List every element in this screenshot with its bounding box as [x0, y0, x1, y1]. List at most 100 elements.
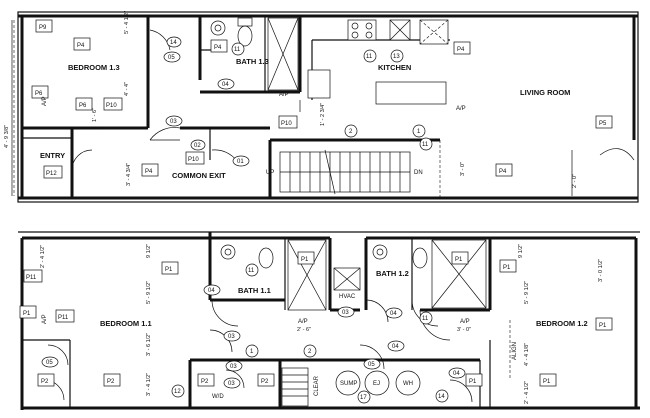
- section-tag-2-lower: 2: [303, 344, 317, 358]
- svg-text:11: 11: [234, 47, 241, 53]
- door-tag-04-bath12: 04: [385, 307, 403, 319]
- label-ap-bath-11: A/P: [298, 319, 308, 325]
- svg-text:04: 04: [222, 82, 229, 88]
- dim-lower-9: 5' - 9 1/2": [524, 281, 530, 304]
- svg-text:P1: P1: [599, 323, 607, 329]
- svg-text:11: 11: [366, 54, 373, 60]
- bath-11-toilet-icon: [258, 247, 274, 269]
- dim-upper-3: 1' - 6": [92, 108, 98, 122]
- section-tag-1-lower: 1: [245, 344, 259, 358]
- door-tag-05-left: 05: [41, 356, 59, 368]
- tag-p11-b: P11: [55, 309, 75, 323]
- room-label-bath-11: BATH 1.1: [238, 286, 271, 295]
- bath-12-sink-icon: [372, 244, 388, 260]
- tag-p10-c: P10: [185, 151, 205, 165]
- tag-p1-h: P1: [465, 373, 483, 387]
- tag-p4-bath: P4: [210, 39, 228, 53]
- tag-p1-b: P1: [161, 261, 179, 275]
- tag-p1-e: P1: [499, 259, 517, 273]
- svg-text:1: 1: [250, 349, 254, 355]
- door-tag-04: 04: [217, 78, 235, 90]
- upper-stairs: [279, 149, 411, 195]
- svg-text:P6: P6: [35, 91, 43, 97]
- tag-p2-d: P2: [257, 373, 275, 387]
- tag-p4-living: P4: [495, 163, 513, 177]
- svg-text:P2: P2: [41, 379, 49, 385]
- svg-text:03: 03: [230, 364, 237, 370]
- lower-floor-plan: BEDROOM 1.1 BATH 1.1 BATH 1.2 BEDROOM 1.…: [18, 231, 640, 410]
- svg-text:P4: P4: [145, 169, 153, 175]
- dim-lower-11: 2' - 4 1/2": [524, 381, 530, 404]
- svg-text:14: 14: [438, 394, 445, 400]
- door-tag-01: 01: [232, 155, 250, 167]
- svg-text:2: 2: [308, 349, 312, 355]
- svg-text:P11: P11: [58, 315, 69, 321]
- door-tag-02: 02: [190, 139, 206, 151]
- label-ej: EJ: [373, 381, 380, 387]
- svg-text:11: 11: [422, 316, 429, 322]
- svg-text:P2: P2: [107, 379, 115, 385]
- svg-text:P6: P6: [79, 103, 87, 109]
- svg-text:P1: P1: [469, 379, 477, 385]
- door-tag-03-b: 03: [225, 360, 243, 372]
- tag-p1-c: P1: [297, 251, 315, 265]
- tag-p2-a: P2: [37, 373, 55, 387]
- range-cooktop: [347, 19, 377, 41]
- svg-text:02: 02: [194, 143, 201, 149]
- tag-p11-a: P11: [23, 269, 43, 283]
- svg-text:P12: P12: [46, 171, 57, 177]
- svg-text:05: 05: [168, 55, 175, 61]
- upper-bath-sink-icon: [210, 20, 226, 36]
- kitchen-counters: [307, 19, 450, 105]
- room-label-bath-13: BATH 1.3: [236, 57, 269, 66]
- svg-text:03: 03: [228, 334, 235, 340]
- svg-text:03: 03: [342, 310, 349, 316]
- water-heater-icon: [395, 370, 421, 396]
- svg-text:04: 04: [392, 344, 399, 350]
- svg-text:P1: P1: [455, 257, 463, 263]
- label-ap-bath: A/P: [279, 92, 289, 98]
- door-tag-05-util: 05: [363, 358, 381, 370]
- fixture-tag-11-bath: 11: [231, 42, 245, 56]
- tag-p9: P9: [35, 19, 53, 33]
- svg-text:P1: P1: [301, 257, 309, 263]
- label-stairs-up: UP: [266, 170, 274, 176]
- dim-lower-2: 9 1/2": [146, 244, 152, 258]
- svg-text:2: 2: [349, 129, 353, 135]
- svg-text:11: 11: [248, 268, 255, 274]
- dim-upper-4: 4' - 9 3/8": [4, 125, 10, 148]
- tag-p2-c: P2: [197, 373, 215, 387]
- label-clear: CLEAR: [314, 375, 320, 396]
- room-label-bedroom-13: BEDROOM 1.3: [68, 63, 120, 72]
- svg-text:P4: P4: [77, 43, 85, 49]
- svg-text:12: 12: [174, 389, 181, 395]
- door-tag-03-a: 03: [223, 330, 241, 342]
- tag-p1-d: P1: [451, 251, 469, 265]
- fixture-tag-14: 14: [435, 389, 449, 403]
- dim-lower-5: 3' - 4 1/2": [146, 373, 152, 396]
- dim-lower-10: 4' - 4 1/8": [524, 343, 530, 366]
- lower-stairs: [281, 367, 309, 407]
- svg-text:04: 04: [208, 288, 215, 294]
- tag-p6-b: P6: [75, 97, 93, 111]
- dim-lower-7: 3' - 0": [457, 327, 471, 333]
- label-stairs-down: DN: [414, 170, 423, 176]
- dim-upper-6: 1' - 2 3/4": [320, 103, 326, 126]
- door-tag-03-hvac: 03: [337, 306, 355, 318]
- bath-12-toilet-icon: [412, 247, 428, 269]
- section-tag-2: 2: [344, 124, 358, 138]
- kitchen-island: [375, 81, 447, 105]
- svg-text:04: 04: [453, 371, 460, 377]
- svg-text:P1: P1: [165, 267, 173, 273]
- dim-upper-5: 3' - 4 3/4": [126, 163, 132, 186]
- svg-text:P4: P4: [457, 47, 465, 53]
- dim-lower-6: 2' - 6": [297, 327, 311, 333]
- svg-text:P4: P4: [499, 169, 507, 175]
- svg-text:01: 01: [237, 159, 244, 165]
- upper-toilet-icon: [237, 25, 253, 47]
- ejector-pit-icon: [364, 370, 390, 396]
- fixture-tag-13: 13: [390, 49, 404, 63]
- dim-lower-8: 3' - 0 1/2": [598, 259, 604, 282]
- door-tag-03: 03: [165, 115, 183, 127]
- tag-p10-a: P10: [103, 97, 123, 111]
